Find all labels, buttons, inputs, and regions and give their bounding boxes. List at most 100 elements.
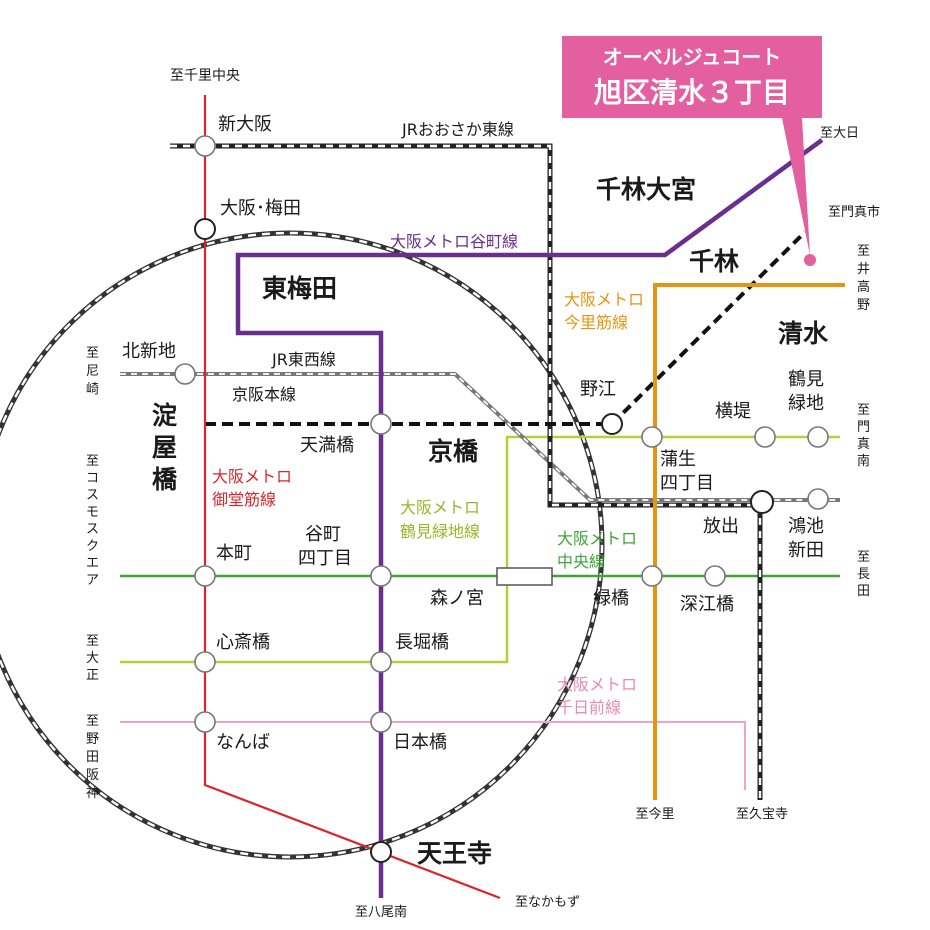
dest-nakamozu: 至なかもず bbox=[515, 895, 580, 910]
label-sembayashi-omiya: 千林大宮 bbox=[596, 175, 696, 204]
station-labels: 新大阪 大阪･梅田 東梅田 北新地 天満橋 京橋 淀 屋 橋 本町 谷町 四丁目… bbox=[122, 114, 829, 868]
label-imazatosuji-2: 今里筋線 bbox=[564, 313, 628, 332]
label-imazatosuji-1: 大阪メトロ bbox=[564, 290, 644, 309]
label-nagahori-1: 大阪メトロ bbox=[400, 498, 480, 517]
label-tanimachi4-1: 谷町 bbox=[305, 524, 341, 545]
dest-dainichi: 至大日 bbox=[820, 126, 859, 141]
station-tanimachi4 bbox=[370, 565, 392, 587]
dest-igano-2: 井 bbox=[857, 262, 870, 277]
dest-cosmo-1: 至 bbox=[86, 454, 99, 469]
station-gamo bbox=[641, 426, 663, 448]
dest-cosmo-5: ス bbox=[86, 522, 99, 537]
label-tanimachi4-2: 四丁目 bbox=[298, 548, 352, 569]
midosuji-line bbox=[203, 95, 501, 900]
label-midoribashi: 緑橋 bbox=[593, 588, 629, 609]
label-noe: 野江 bbox=[580, 379, 616, 400]
dest-kadoma-2-2: 門 bbox=[857, 420, 870, 435]
label-gamo-2: 四丁目 bbox=[660, 473, 714, 494]
label-tennoji: 天王寺 bbox=[417, 839, 492, 868]
dest-igano-3: 高 bbox=[857, 279, 870, 295]
dest-kadoma-2-3: 真 bbox=[857, 437, 870, 452]
station-noe bbox=[601, 413, 623, 435]
property-marker: オーベルジュコート 旭区清水３丁目 bbox=[562, 36, 822, 266]
dest-noda-1: 至 bbox=[86, 714, 99, 729]
dest-cosmo-3: ス bbox=[86, 488, 99, 503]
station-honmachi bbox=[194, 565, 216, 587]
station-midoribashi bbox=[641, 565, 663, 587]
station-tsurumi bbox=[807, 426, 829, 448]
label-nagahori-2: 鶴見緑地線 bbox=[400, 522, 480, 541]
label-tanimachi: 大阪メトロ谷町線 bbox=[390, 232, 518, 251]
label-chuo-1: 大阪メトロ bbox=[557, 529, 637, 548]
label-yodoyabashi-2: 屋 bbox=[152, 433, 177, 462]
label-yodoyabashi-1: 淀 bbox=[152, 401, 178, 430]
dest-nagata-2: 長 bbox=[857, 567, 870, 582]
label-kitashinchi: 北新地 bbox=[122, 341, 176, 362]
dest-amagasaki-3: 崎 bbox=[86, 382, 99, 397]
dest-taisho-1: 至 bbox=[86, 634, 99, 649]
label-higashi-umeda: 東梅田 bbox=[262, 274, 337, 303]
imazatosuji-line bbox=[653, 283, 845, 800]
dest-cosmo-6: ク bbox=[86, 539, 99, 554]
dest-nagata-1: 至 bbox=[857, 550, 870, 565]
label-sennichimae-1: 大阪メトロ bbox=[557, 675, 637, 694]
dest-igano-4: 野 bbox=[857, 298, 870, 313]
label-midosuji-2: 御堂筋線 bbox=[212, 490, 276, 509]
dest-kadoma-1: 至門真市 bbox=[828, 204, 880, 220]
dest-nagata-3: 田 bbox=[857, 584, 870, 599]
label-nagahoribashi: 長堀橋 bbox=[395, 632, 449, 653]
dest-amagasaki-1: 至 bbox=[86, 346, 99, 361]
jr-loop-line bbox=[0, 230, 605, 860]
station-markers bbox=[174, 135, 829, 863]
label-shinsaibashi: 心斎橋 bbox=[216, 632, 270, 653]
dest-yao-minami: 至八尾南 bbox=[355, 904, 407, 920]
label-sembayashi: 千林 bbox=[689, 247, 739, 276]
label-tenmabashi: 天満橋 bbox=[300, 435, 354, 456]
label-gamo-1: 蒲生 bbox=[660, 449, 696, 470]
station-shinsaibashi bbox=[194, 651, 216, 673]
label-umeda: 大阪･梅田 bbox=[220, 198, 301, 219]
banner-pointer bbox=[782, 118, 810, 255]
label-jr-osaka-higashi: JRおおさか東線 bbox=[401, 120, 514, 139]
label-chuo-2: 中央線 bbox=[557, 552, 605, 571]
label-shin-osaka: 新大阪 bbox=[218, 114, 272, 135]
label-midosuji-1: 大阪メトロ bbox=[212, 467, 292, 486]
line-labels: JRおおさか東線 大阪メトロ谷町線 大阪メトロ 今里筋線 JR東西線 京阪本線 … bbox=[212, 120, 644, 717]
label-keihan: 京阪本線 bbox=[232, 385, 296, 404]
station-nipponbashi bbox=[370, 711, 392, 733]
station-umeda bbox=[194, 218, 216, 240]
property-banner bbox=[562, 36, 822, 118]
label-jr-tozai: JR東西線 bbox=[271, 350, 336, 369]
label-hanaten: 放出 bbox=[703, 516, 739, 537]
dest-kadoma-2-1: 至 bbox=[857, 403, 870, 418]
sennichimae-line bbox=[120, 721, 746, 790]
label-tsurumi-1: 鶴見 bbox=[788, 369, 824, 390]
dest-kyuhoji: 至久宝寺 bbox=[736, 807, 788, 822]
dest-noda-5: 神 bbox=[86, 786, 99, 801]
label-honmachi: 本町 bbox=[216, 543, 252, 564]
label-tsurumi-2: 緑地 bbox=[788, 393, 824, 414]
dest-taisho-2: 大 bbox=[86, 651, 99, 666]
dest-noda-4: 阪 bbox=[86, 768, 99, 783]
dest-igano-1: 至 bbox=[857, 244, 870, 259]
dest-cosmo-8: ア bbox=[86, 573, 99, 588]
dest-cosmo-4: モ bbox=[86, 505, 99, 520]
banner-line1: オーベルジュコート bbox=[603, 45, 782, 69]
station-yokozutsumi bbox=[754, 426, 776, 448]
label-konoike-2: 新田 bbox=[788, 540, 824, 561]
dest-amagasaki-2: 尼 bbox=[86, 364, 99, 379]
keihan-line bbox=[120, 372, 840, 502]
dest-cosmo-7: エ bbox=[86, 556, 99, 571]
label-konoike-1: 鴻池 bbox=[788, 516, 824, 537]
dest-kadoma-2-4: 南 bbox=[857, 453, 870, 469]
morinomiya-box bbox=[496, 567, 553, 586]
label-shimizu: 清水 bbox=[778, 319, 829, 348]
label-yokozutsumi: 横堤 bbox=[715, 401, 751, 422]
label-nipponbashi: 日本橋 bbox=[393, 732, 447, 753]
dest-noda-3: 田 bbox=[86, 750, 99, 765]
label-fukaebashi: 深江橋 bbox=[680, 594, 734, 615]
jr-osaka-higashi-line bbox=[170, 143, 763, 800]
dest-imazato: 至今里 bbox=[635, 806, 674, 822]
